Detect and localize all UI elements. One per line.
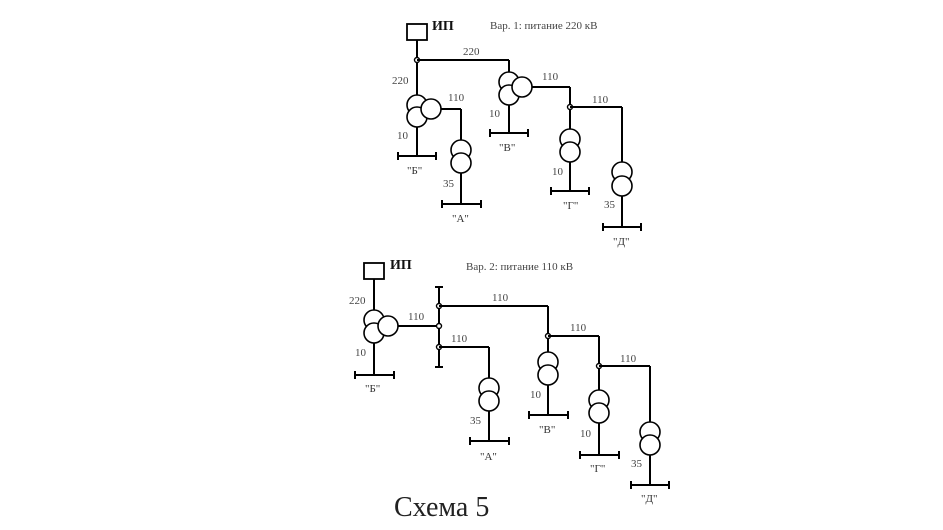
v1-g-lv-label: 10 — [552, 166, 564, 178]
v1-v-name: "В" — [499, 142, 515, 154]
v1-d-lv-label: 35 — [604, 199, 616, 211]
v2-d-name: "Д" — [641, 493, 657, 505]
v2-substation-b: 10 "Б" — [354, 309, 399, 395]
v2-line-g-d-label: 110 — [620, 353, 637, 365]
v1-d-name: "Д" — [613, 236, 629, 248]
v2-substation-v: 10 "В" — [528, 351, 569, 436]
v1-b-mv-label: 110 — [448, 92, 465, 104]
v2-b-hv-label: 220 — [349, 295, 366, 307]
v2-line-bus-v-label: 110 — [492, 292, 509, 304]
v2-a-name: "А" — [480, 451, 497, 463]
v1-g-name: "Г" — [563, 200, 578, 212]
v2-d-lv-label: 35 — [631, 458, 643, 470]
scheme-caption: Схема 5 — [394, 492, 489, 523]
v2-v-lv-label: 10 — [530, 389, 542, 401]
v1-substation-d: 35 "Д" — [602, 161, 642, 248]
v2-b-lv-label: 10 — [355, 347, 367, 359]
v1-substation-g: 10 "Г" — [550, 128, 590, 212]
v1-line-220-label: 220 — [463, 46, 480, 58]
v1-b-lv-label: 10 — [397, 130, 409, 142]
v1-source-label: ИП — [432, 19, 454, 34]
v1-power-source — [406, 23, 428, 41]
v1-line-v-g-label: 110 — [542, 71, 559, 83]
v2-line-bus-a-label: 110 — [451, 333, 468, 345]
variant-2-scheme: Вар. 2: питание 110 кВ ИП 220 10 "Б" 110 — [349, 258, 670, 505]
v1-line-g-d-label: 110 — [592, 94, 609, 106]
v2-g-lv-label: 10 — [580, 428, 592, 440]
v2-busbar-110 — [435, 286, 443, 368]
variant-1-scheme: Вар. 1: питание 220 кВ ИП 220 220 10 "Б"… — [392, 19, 642, 248]
variant-2-title: Вар. 2: питание 110 кВ — [466, 261, 573, 273]
v1-b-hv-label: 220 — [392, 75, 409, 87]
v1-substation-b: 10 "Б" — [397, 94, 442, 177]
v2-v-name: "В" — [539, 424, 555, 436]
v1-substation-a: 35 "А" — [441, 139, 482, 225]
v2-a-lv-label: 35 — [470, 415, 482, 427]
v2-line-v-g-label: 110 — [570, 322, 587, 334]
v2-g-name: "Г" — [590, 463, 605, 475]
v2-b-name: "Б" — [365, 383, 380, 395]
v2-b-mv-label: 110 — [408, 311, 425, 323]
v2-substation-d: 35 "Д" — [630, 421, 670, 505]
v1-b-name: "Б" — [407, 165, 422, 177]
v1-a-name: "А" — [452, 213, 469, 225]
v1-a-lv-label: 35 — [443, 178, 455, 190]
variant-1-title: Вар. 1: питание 220 кВ — [490, 20, 597, 32]
v2-substation-a: 35 "А" — [469, 377, 510, 463]
v2-power-source — [363, 262, 385, 280]
v2-substation-g: 10 "Г" — [579, 389, 620, 475]
v1-substation-v: 10 "В" — [489, 71, 533, 154]
v1-v-lv-label: 10 — [489, 108, 501, 120]
v2-source-label: ИП — [390, 258, 412, 273]
